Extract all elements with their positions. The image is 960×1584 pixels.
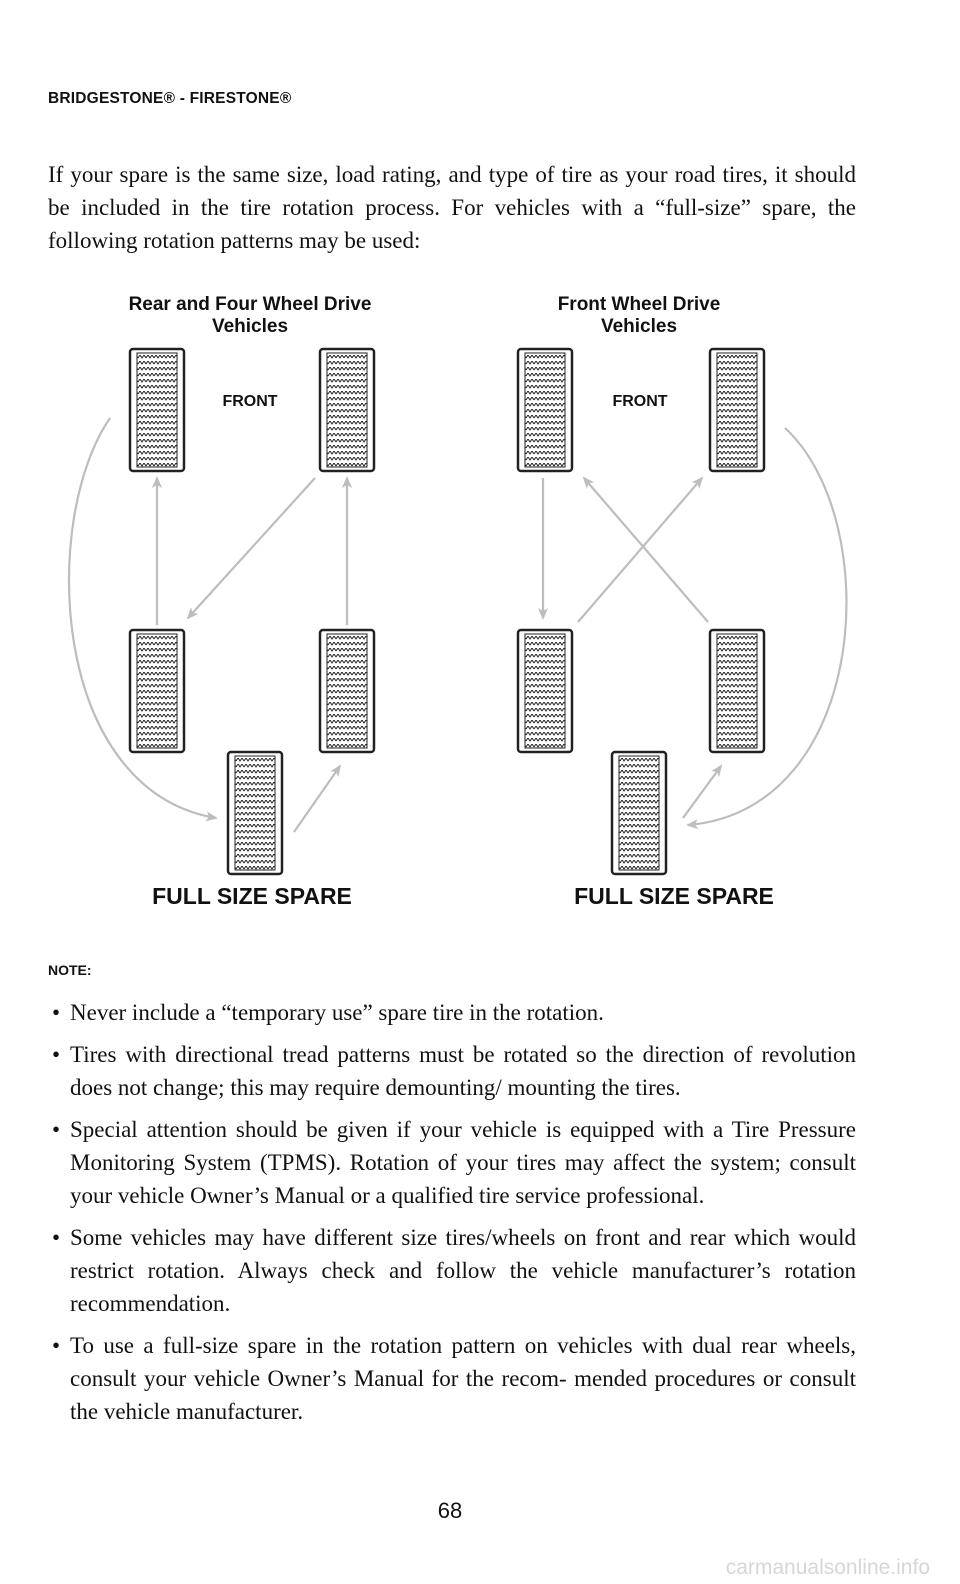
note-list: Never include a “temporary use” spare ti… [48,996,856,1437]
rwd-spare-tire [226,750,284,876]
note-item: To use a full-size spare in the rotation… [48,1329,856,1428]
note-item: Some vehicles may have different size ti… [48,1221,856,1320]
rwd-4wd-panel: Rear and Four Wheel Drive Vehicles FRONT… [67,294,376,909]
rwd-front-label: FRONT [222,393,277,410]
fwd-spare-tire [610,750,668,876]
fwd-panel: Front Wheel Drive Vehicles FRONT FULL SI… [516,294,848,909]
tire-rotation-diagram: Rear and Four Wheel Drive Vehicles FRONT… [67,294,848,909]
watermark: carmanualsonline.info [725,1556,930,1579]
fwd-front-left-tire [516,347,574,473]
note-item: Never include a “temporary use” spare ti… [48,996,856,1029]
fwd-front-right-tire [708,347,766,473]
rwd-rear-right-tire [318,628,376,754]
fwd-title-line1: Front Wheel Drive [558,294,721,315]
fwd-rear-right-tire [708,628,766,754]
note-item: Tires with directional tread patterns mu… [48,1038,856,1104]
fwd-title-line2: Vehicles [601,316,677,337]
rwd-front-left-tire [128,347,186,473]
fwd-rear-left-tire [516,628,574,754]
fwd-rotation-arrows [538,427,848,830]
rwd-spare-label: FULL SIZE SPARE [152,883,352,909]
page-number: 68 [437,1498,463,1523]
section-header: BRIDGESTONE® - FIRESTONE® [48,90,292,107]
note-item: Special attention should be given if you… [48,1113,856,1212]
rwd-front-right-tire [318,347,376,473]
rwd-title-line1: Rear and Four Wheel Drive [129,294,372,315]
note-heading: NOTE: [48,962,92,978]
intro-paragraph: If your spare is the same size, load rat… [48,162,856,253]
rwd-title-line2: Vehicles [212,316,288,337]
fwd-front-label: FRONT [612,393,667,410]
fwd-spare-label: FULL SIZE SPARE [574,883,774,909]
rwd-rotation-arrows [67,417,352,833]
rwd-rear-left-tire [128,628,186,754]
